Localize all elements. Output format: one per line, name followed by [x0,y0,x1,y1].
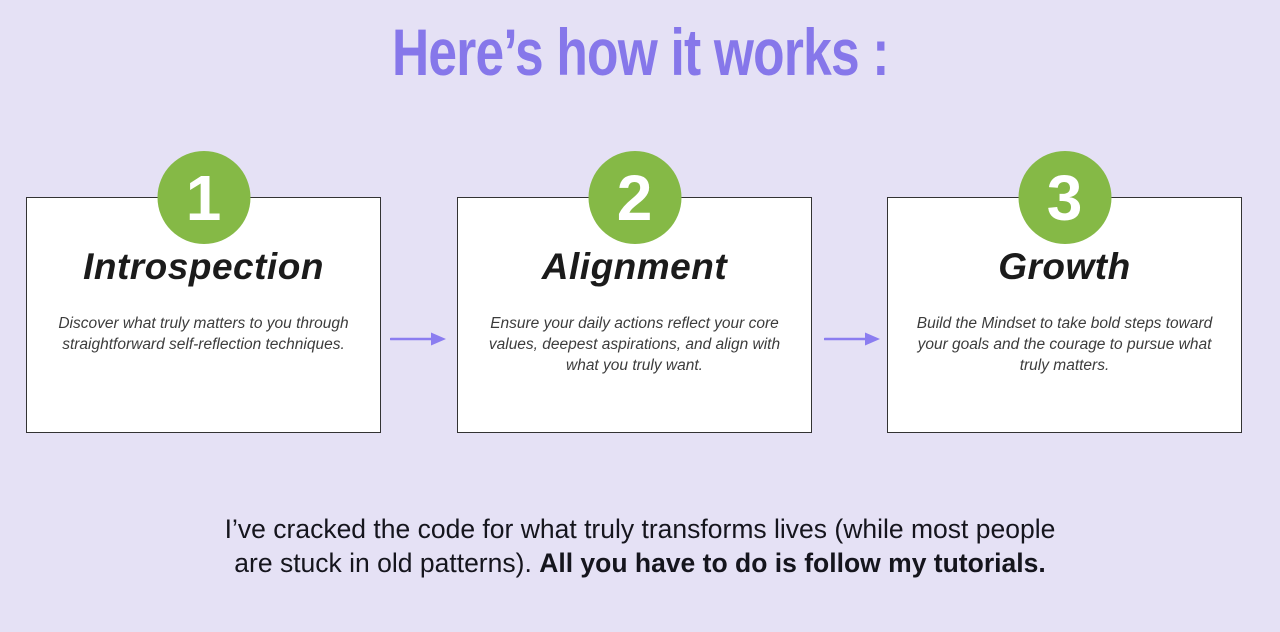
step-description: Discover what truly matters to you throu… [58,314,349,353]
arrow-right-icon [389,330,447,348]
page-title: Here’s how it works : [391,15,889,89]
step-description: Ensure your daily actions reflect your c… [488,314,781,374]
step-number-badge: 3 [1018,151,1111,244]
step-title: Alignment [541,246,728,287]
step-number-badge: 2 [588,151,681,244]
footer-text: I’ve cracked the code for what truly tra… [0,512,1280,580]
arrow-right-icon [823,330,881,348]
footer-line-1: I’ve cracked the code for what truly tra… [224,514,1056,544]
step-description: Build the Mindset to take bold steps tow… [916,314,1213,374]
step-title: Growth [998,246,1131,287]
footer-line-2-regular: are stuck in old patterns). [234,548,540,578]
footer-line-2-bold: All you have to do is follow my tutorial… [539,548,1046,578]
step-card-alignment: 2 Alignment Ensure your daily actions re… [457,151,812,433]
step-number-badge: 1 [157,151,250,244]
step-title: Introspection [83,246,324,287]
step-card-growth: 3 Growth Build the Mindset to take bold … [887,151,1242,433]
step-card-introspection: 1 Introspection Discover what truly matt… [26,151,381,433]
header: Here’s how it works : [0,15,1280,89]
footer-line-2: are stuck in old patterns). All you have… [0,546,1280,580]
